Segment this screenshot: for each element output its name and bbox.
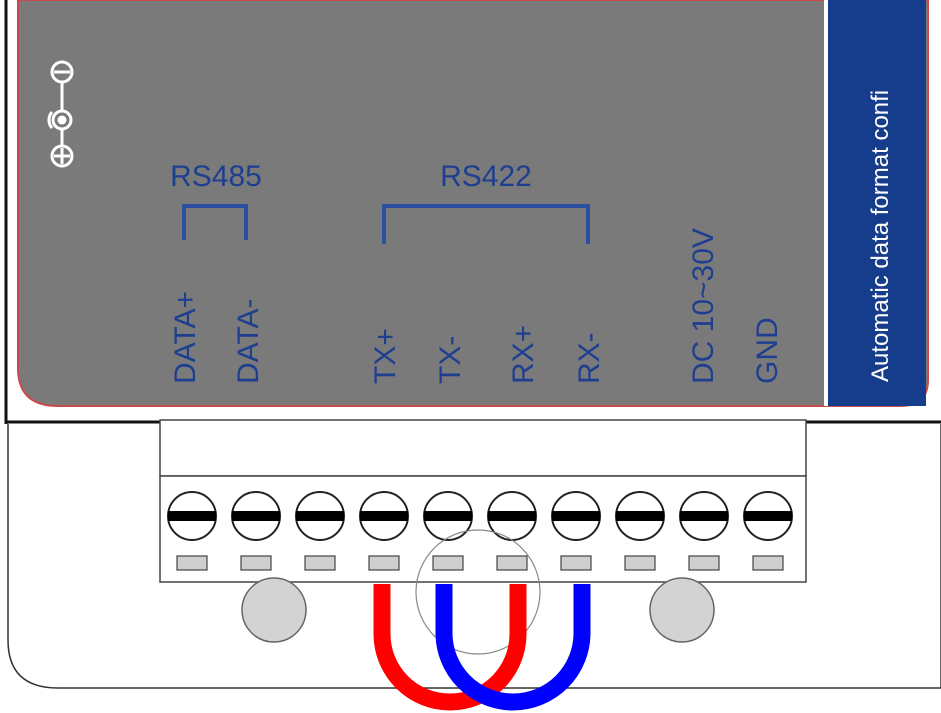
terminal-labels: DATA+ DATA- TX+ TX- RX+ RX- DC 10~30V GND	[169, 228, 784, 384]
terminal-label: DC 10~30V	[687, 228, 720, 384]
side-banner	[826, 0, 926, 406]
terminal-screw	[615, 491, 665, 571]
terminal-screws	[167, 491, 793, 571]
side-banner-text: Automatic data format confi	[867, 90, 894, 382]
terminal-screw	[295, 491, 345, 571]
terminal-screw	[167, 491, 217, 571]
terminal-screw	[487, 491, 537, 571]
mount-hole-right	[649, 577, 715, 643]
dc-polarity-icon	[47, 60, 74, 168]
terminal-label: RX+	[507, 325, 540, 384]
terminal-screw	[423, 491, 473, 571]
terminal-label: TX+	[369, 328, 402, 384]
terminal-label: DATA-	[232, 298, 265, 384]
terminal-screw	[551, 491, 601, 571]
center-ring	[415, 529, 541, 655]
terminal-label: TX-	[434, 336, 467, 384]
terminal-label: DATA+	[169, 291, 202, 384]
terminal-screw	[359, 491, 409, 571]
terminal-screw	[231, 491, 281, 571]
mount-hole-left	[241, 577, 307, 643]
terminal-label: GND	[751, 317, 784, 384]
rs485-group-label: RS485	[170, 160, 262, 193]
rs422-bracket	[382, 204, 590, 244]
terminal-block-top	[159, 419, 807, 477]
terminal-label: RX-	[573, 332, 606, 384]
rs485-bracket	[182, 204, 248, 240]
wire-red-tx-plus-rx-plus	[373, 584, 527, 711]
wire-blue-tx-minus-rx-minus	[435, 584, 591, 711]
terminal-screw	[679, 491, 729, 571]
rs422-group-label: RS422	[440, 160, 532, 193]
terminal-screw	[743, 491, 793, 571]
label-panel	[17, 0, 929, 407]
